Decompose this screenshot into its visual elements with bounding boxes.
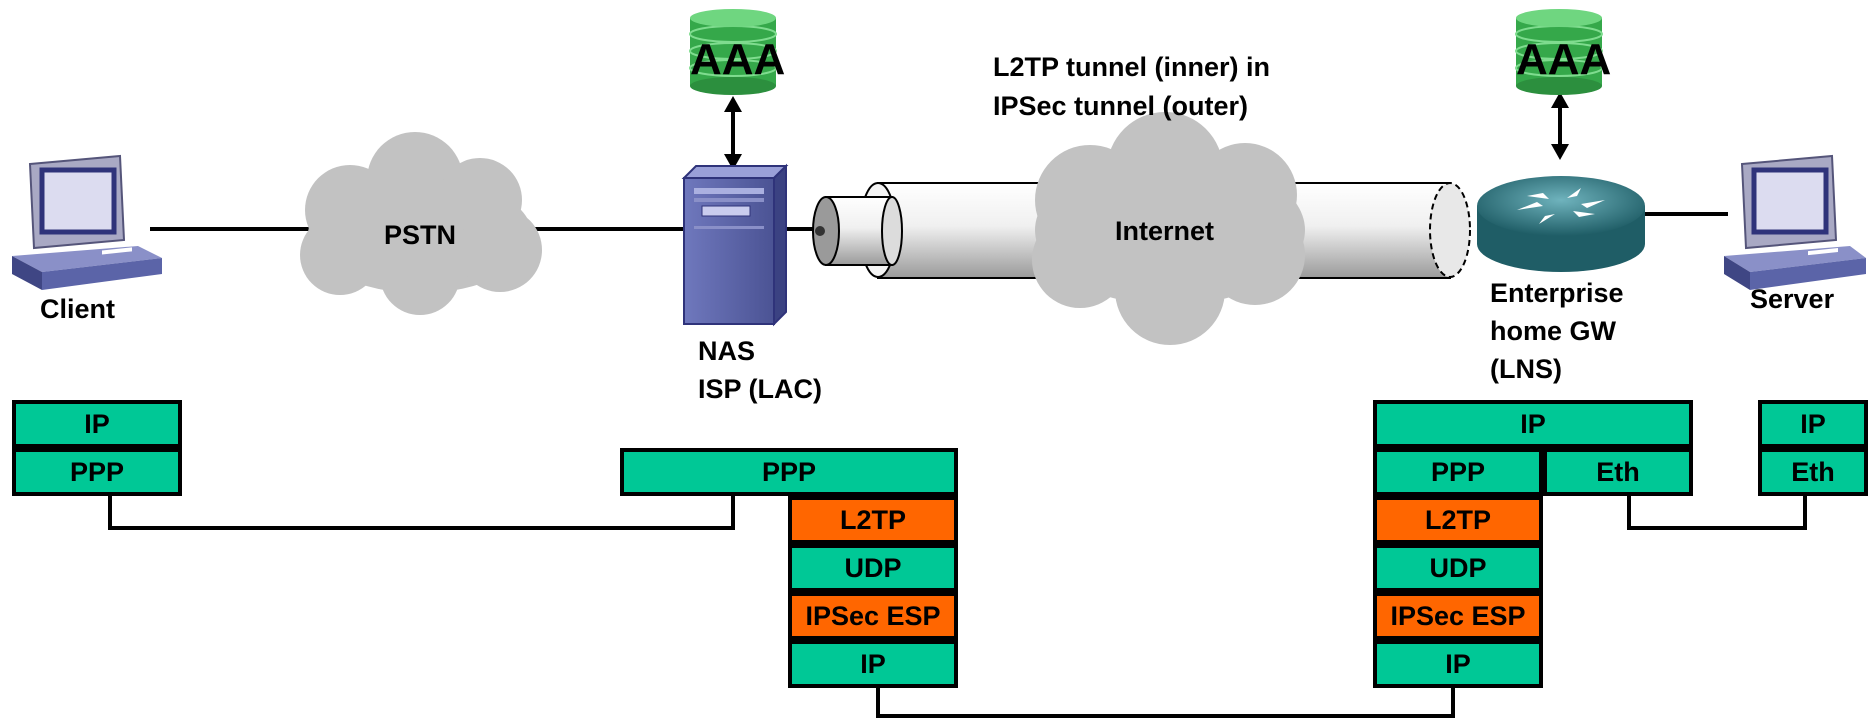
client-label: Client	[40, 294, 116, 324]
gateway-label-line2: home GW	[1490, 316, 1616, 346]
gw-stack-ppp: PPP	[1373, 448, 1543, 496]
link-lines	[150, 212, 1728, 231]
cloud-icon	[300, 132, 542, 315]
aaa-label-left: AAA	[690, 35, 786, 84]
database-icon	[1515, 9, 1603, 95]
aaa-arrow-left	[724, 96, 742, 170]
aaa-label-right: AAA	[1516, 35, 1612, 84]
gw-stack-udp: UDP	[1373, 544, 1543, 592]
internet-label: Internet	[1115, 216, 1215, 246]
gw-stack-ip-outer: IP	[1373, 640, 1543, 688]
tunnel-caption-line1: L2TP tunnel (inner) in	[993, 52, 1271, 82]
gw-stack-ipsec-esp: IPSec ESP	[1373, 592, 1543, 640]
nas-stack-udp: UDP	[788, 544, 958, 592]
desktop-computer-icon	[1724, 154, 1866, 290]
isp-lac-label: ISP (LAC)	[698, 374, 823, 404]
server-label: Server	[1750, 284, 1835, 314]
nas-stack-ipsec-esp: IPSec ESP	[788, 592, 958, 640]
client-stack-ppp: PPP	[12, 448, 182, 496]
nas-label: NAS	[698, 336, 756, 366]
server-stack-eth: Eth	[1758, 448, 1868, 496]
cloud-icon	[1032, 112, 1305, 345]
server-tower-icon	[681, 163, 789, 327]
client-stack-ip: IP	[12, 400, 182, 448]
database-icon	[689, 9, 777, 95]
nas-stack-ip: IP	[788, 640, 958, 688]
router-icon	[1477, 176, 1645, 272]
gateway-label-line1: Enterprise	[1490, 278, 1624, 308]
gateway-label-line3: (LNS)	[1490, 354, 1562, 384]
server-stack-ip: IP	[1758, 400, 1868, 448]
nas-stack-ppp: PPP	[620, 448, 958, 496]
gw-stack-l2tp: L2TP	[1373, 496, 1543, 544]
gw-stack-eth: Eth	[1543, 448, 1693, 496]
nas-stack-l2tp: L2TP	[788, 496, 958, 544]
gw-stack-ip: IP	[1373, 400, 1693, 448]
pstn-label: PSTN	[384, 220, 457, 250]
desktop-computer-icon	[12, 154, 162, 290]
aaa-arrow-right	[1551, 92, 1569, 160]
tunnel-caption-line2: IPSec tunnel (outer)	[993, 91, 1249, 121]
